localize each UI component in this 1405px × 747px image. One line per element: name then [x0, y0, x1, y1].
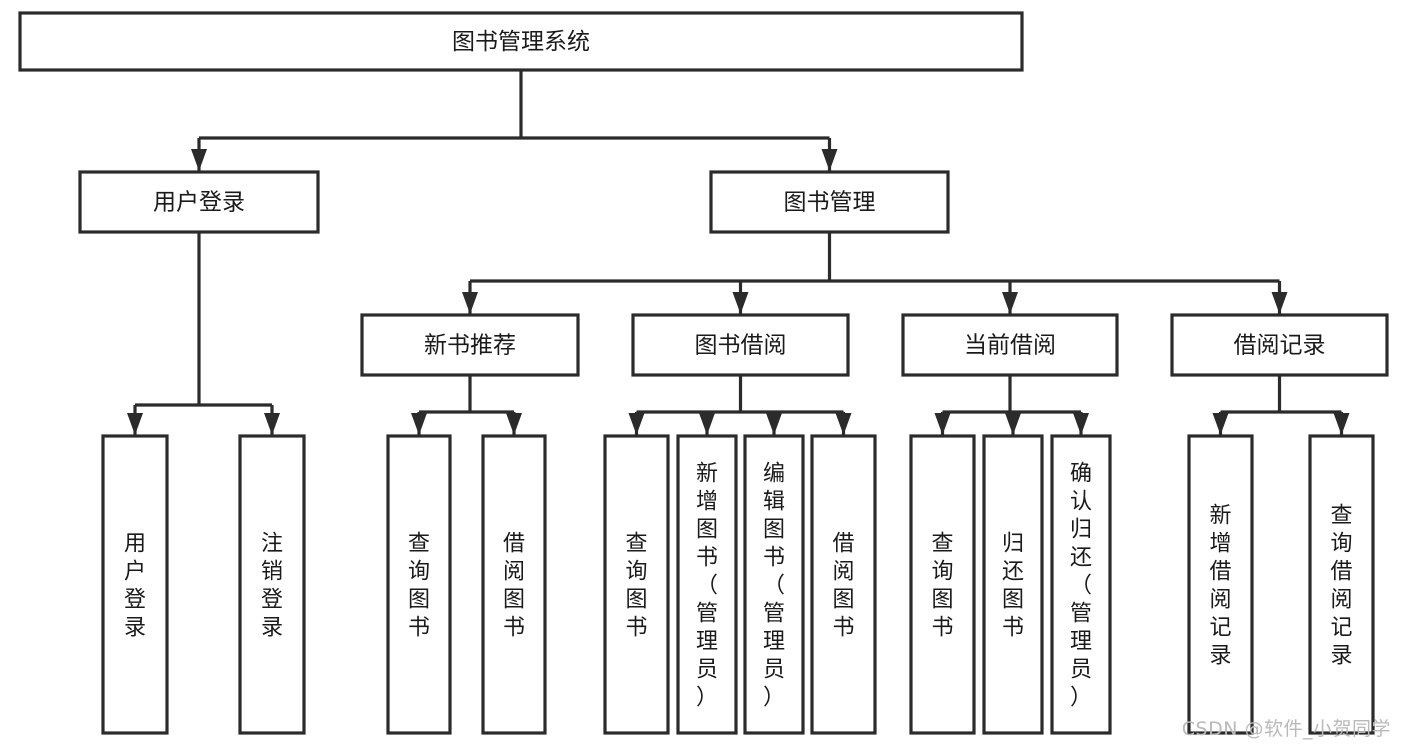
node-box	[1187, 434, 1254, 735]
node-box	[1050, 434, 1112, 735]
leaf-node-current_borrow-1[interactable]: 归还图书	[982, 434, 1044, 735]
root-node-book-management-system[interactable]: 图书管理系统	[18, 11, 1024, 72]
arrow-head-icon	[1002, 292, 1018, 314]
arrow-head-icon	[1005, 413, 1021, 435]
level2-node-1[interactable]: 图书管理	[709, 170, 950, 234]
node-box	[481, 434, 547, 735]
arrow-head-icon	[127, 413, 143, 435]
node-box	[386, 434, 452, 735]
node-label-vertical: 注销登录	[261, 531, 283, 640]
level2-node-0[interactable]: 用户登录	[78, 170, 320, 234]
node-box	[238, 434, 306, 735]
arrow-head-icon	[732, 292, 749, 314]
node-label-vertical: 查询图书	[931, 531, 953, 640]
node-label: 图书借阅	[695, 333, 787, 359]
arrow-head-icon	[628, 413, 645, 435]
arrow-head-icon	[506, 413, 522, 435]
arrow-head-icon	[411, 413, 427, 435]
node-label: 当前借阅	[964, 333, 1056, 359]
node-box	[18, 11, 1024, 72]
level3-node-0[interactable]: 新书推荐	[360, 313, 580, 377]
node-box	[1308, 434, 1375, 735]
level3-node-2[interactable]: 当前借阅	[901, 313, 1119, 377]
arrow-head-icon	[191, 149, 207, 171]
leaf-node-current_borrow-0[interactable]: 查询图书	[909, 434, 976, 735]
node-label-vertical: 新增图书（管理员）	[696, 461, 718, 710]
arrow-head-icon	[1333, 413, 1350, 435]
node-box	[982, 434, 1044, 735]
node-label: 图书管理系统	[452, 29, 590, 55]
leaf-node-book_borrow-0[interactable]: 查询图书	[603, 434, 670, 735]
node-box	[810, 434, 877, 735]
node-box	[360, 313, 580, 377]
node-label: 用户登录	[153, 190, 245, 216]
node-label-vertical: 编辑图书（管理员）	[763, 461, 785, 710]
node-label-vertical: 归还图书	[1002, 531, 1024, 640]
node-box	[709, 170, 950, 234]
arrow-head-icon	[766, 413, 782, 435]
node-label-vertical: 新增借阅记录	[1209, 503, 1231, 668]
node-box	[901, 313, 1119, 377]
node-label: 借阅记录	[1234, 333, 1326, 359]
node-label-vertical: 查询图书	[408, 531, 430, 640]
node-label-vertical: 查询借阅记录	[1330, 503, 1352, 668]
node-box	[631, 313, 850, 377]
arrow-head-icon	[462, 292, 478, 314]
level3-node-3[interactable]: 借阅记录	[1170, 313, 1389, 377]
arrow-head-icon	[821, 149, 838, 171]
arrow-head-icon	[264, 413, 280, 435]
leaf-node-book_borrow-1[interactable]: 新增图书（管理员）	[676, 434, 738, 735]
level3-node-1[interactable]: 图书借阅	[631, 313, 850, 377]
leaf-node-user_login-1[interactable]: 注销登录	[238, 434, 306, 735]
node-label-vertical: 借阅图书	[503, 531, 525, 640]
node-label-vertical: 借阅图书	[832, 531, 854, 640]
leaf-node-borrow_record-0[interactable]: 新增借阅记录	[1187, 434, 1254, 735]
arrow-head-icon	[699, 413, 715, 435]
connectors-layer	[127, 70, 1350, 435]
leaf-node-new_book_recommend-1[interactable]: 借阅图书	[481, 434, 547, 735]
leaf-node-book_borrow-3[interactable]: 借阅图书	[810, 434, 877, 735]
arrow-head-icon	[1073, 413, 1089, 435]
leaf-node-book_borrow-2[interactable]: 编辑图书（管理员）	[743, 434, 805, 735]
node-box	[676, 434, 738, 735]
leaf-node-user_login-0[interactable]: 用户登录	[101, 434, 169, 735]
node-label: 新书推荐	[424, 333, 516, 359]
leaf-node-borrow_record-1[interactable]: 查询借阅记录	[1308, 434, 1375, 735]
nodes-layer: 图书管理系统用户登录图书管理新书推荐图书借阅当前借阅借阅记录用户登录注销登录查询…	[18, 11, 1389, 735]
node-box	[743, 434, 805, 735]
arrow-head-icon	[1212, 413, 1229, 435]
node-box	[78, 170, 320, 234]
node-label: 图书管理	[784, 190, 876, 216]
node-box	[909, 434, 976, 735]
node-label-vertical: 确认归还（管理员）	[1070, 461, 1092, 710]
node-box	[603, 434, 670, 735]
node-label-vertical: 用户登录	[124, 531, 146, 640]
node-box	[101, 434, 169, 735]
arrow-head-icon	[835, 413, 852, 435]
arrow-head-icon	[934, 413, 951, 435]
node-box	[1170, 313, 1389, 377]
leaf-node-new_book_recommend-0[interactable]: 查询图书	[386, 434, 452, 735]
arrow-head-icon	[1271, 292, 1288, 314]
node-label-vertical: 查询图书	[625, 531, 647, 640]
leaf-node-current_borrow-2[interactable]: 确认归还（管理员）	[1050, 434, 1112, 735]
